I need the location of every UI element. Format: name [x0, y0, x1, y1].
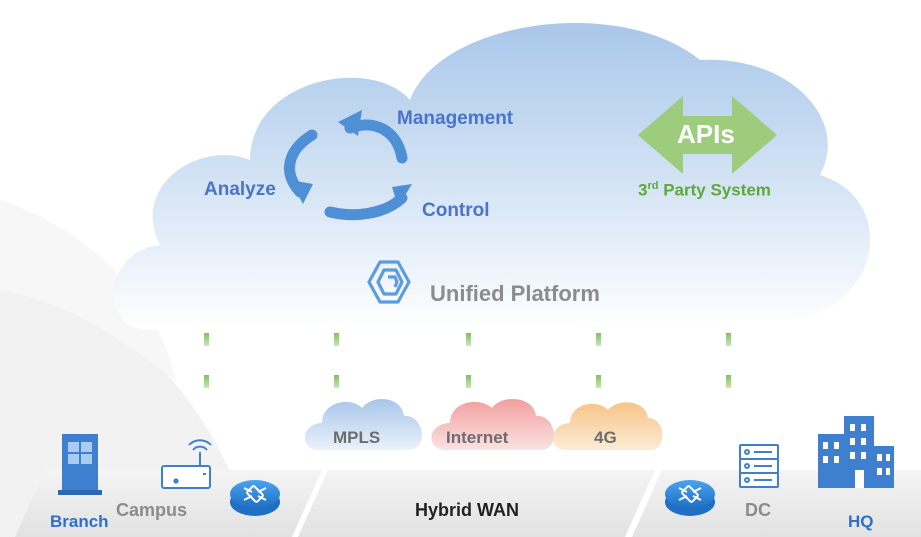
third-party-system-label: 3rd Party System — [638, 180, 771, 200]
mpls-cloud — [304, 398, 422, 450]
connector-dash — [334, 375, 339, 388]
cycle-arrowhead-top — [338, 110, 362, 136]
hybrid-wan-label: Hybrid WAN — [415, 500, 520, 520]
building-icon — [58, 434, 102, 495]
double-arrow-icon — [638, 96, 777, 174]
wifi-access-point-icon — [161, 439, 212, 489]
dc-label: DC — [745, 500, 771, 520]
branch-label: Branch — [50, 512, 109, 531]
4g-cloud — [552, 402, 663, 450]
connector-dash — [596, 333, 601, 346]
platform-logo-icon — [367, 260, 411, 304]
connector-dash — [466, 375, 471, 388]
mpls-label: MPLS — [333, 428, 381, 447]
4g-label: 4G — [594, 428, 617, 447]
floor-center — [298, 470, 655, 537]
unified-platform-label: Unified Platform — [430, 281, 600, 306]
connector-dash — [596, 375, 601, 388]
hq-label: HQ — [848, 512, 874, 531]
router-icon — [665, 480, 715, 516]
dashed-connectors — [204, 333, 731, 388]
internet-cloud — [431, 398, 554, 450]
internet-label: Internet — [446, 428, 509, 447]
cycle-arrowhead-left — [290, 180, 313, 204]
control-label: Control — [422, 200, 490, 221]
campus-label: Campus — [116, 500, 188, 520]
connector-dash — [726, 375, 731, 388]
connector-dash — [204, 375, 209, 388]
analyze-label: Analyze — [204, 179, 276, 200]
cycle-arrowhead-right — [392, 184, 412, 207]
office-buildings-icon — [818, 416, 894, 488]
background-swoosh-light — [0, 200, 175, 380]
connector-dash — [204, 333, 209, 346]
apis-label: APIs — [677, 119, 735, 149]
management-label: Management — [397, 108, 514, 129]
connector-dash — [726, 333, 731, 346]
connector-dash — [334, 333, 339, 346]
server-rack-icon — [739, 444, 779, 488]
connector-dash — [466, 333, 471, 346]
router-icon — [230, 480, 280, 516]
